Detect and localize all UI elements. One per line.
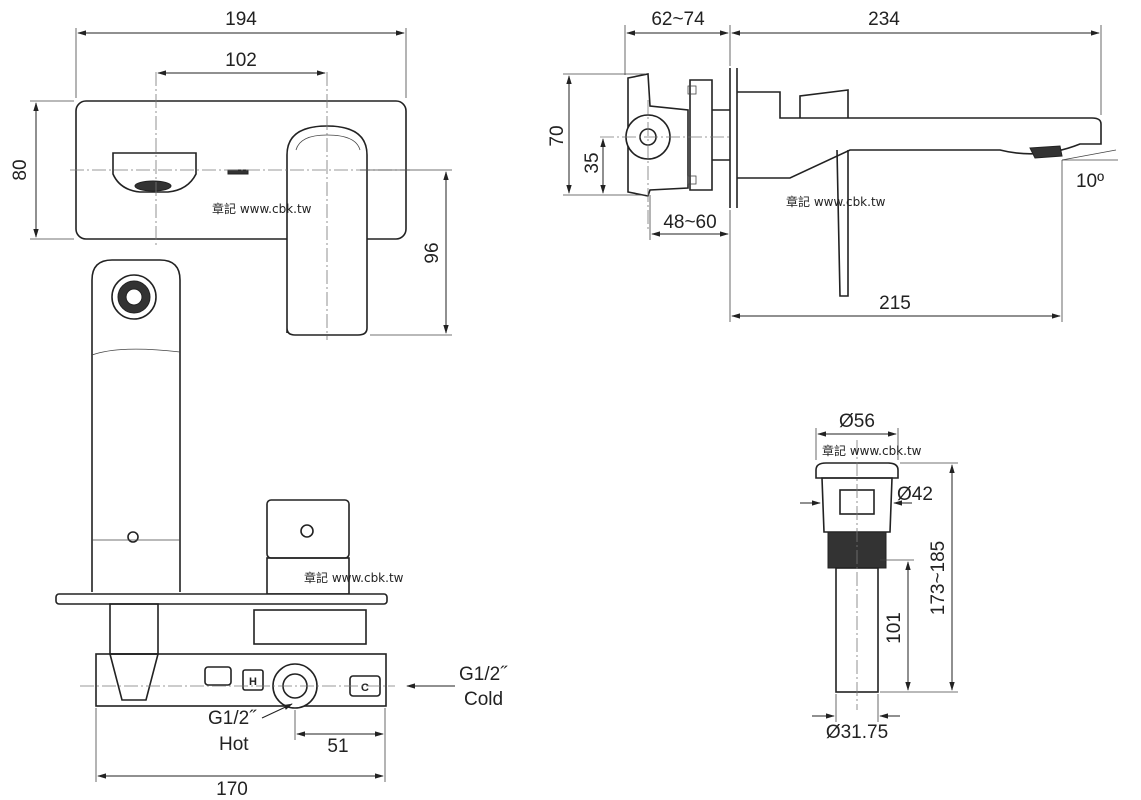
dim-drain-tail: 101	[884, 612, 905, 644]
hot-marker: H	[249, 676, 257, 688]
watermark: 章記 www.cbk.tw	[212, 201, 312, 216]
logo-mark	[227, 169, 249, 175]
drain-view: Ø56 Ø42 173~185 101 Ø31.75 章記 www.cbk.tw	[800, 411, 958, 743]
spout-outlet	[112, 152, 197, 193]
cold-label: Cold	[464, 689, 503, 710]
watermark: 章記 www.cbk.tw	[304, 570, 404, 585]
spout-top-view	[91, 259, 181, 592]
dim-drain-height: 173~185	[928, 541, 949, 616]
dim-height-70: 70	[547, 125, 568, 146]
dim-angle: 10º	[1076, 171, 1104, 192]
dim-body-170: 170	[216, 779, 248, 800]
dim-offset-51: 51	[327, 736, 348, 757]
lever-blade	[836, 149, 849, 297]
dim-wall-depth: 62~74	[651, 9, 705, 30]
front-view: 194 102 80 96 章記 www.cbk.tw	[10, 9, 452, 340]
cold-marker: C	[361, 682, 369, 694]
concealed-box	[95, 653, 387, 707]
dim-height-80: 80	[10, 159, 31, 180]
plate-edge	[55, 593, 388, 605]
dim-lever-96: 96	[422, 242, 443, 263]
valve-body	[627, 73, 689, 197]
dim-drain-top: Ø56	[839, 411, 875, 432]
cold-size-label: G1/2˝	[459, 664, 508, 685]
dim-spacing-102: 102	[225, 50, 257, 71]
dim-center-35: 35	[582, 152, 603, 173]
hot-size-label: G1/2˝	[208, 708, 257, 729]
drain-body	[821, 477, 893, 533]
dim-spout-234: 234	[868, 9, 900, 30]
lever-top	[799, 89, 849, 118]
install-view: H C G1/2˝ Cold G1/2˝ Hot 51 170 章記 www.c…	[55, 259, 508, 800]
watermark: 章記 www.cbk.tw	[786, 194, 886, 209]
dim-spout-215: 215	[879, 293, 911, 314]
watermark: 章記 www.cbk.tw	[822, 443, 922, 458]
dim-body-depth: 48~60	[663, 212, 716, 233]
handle-top-view	[266, 499, 350, 559]
dim-width-194: 194	[225, 9, 257, 30]
spout-profile	[737, 91, 1102, 179]
dim-drain-pipe: Ø31.75	[826, 722, 888, 743]
side-view: 62~74 234 70 35 48~60 215 10º 章記 www.cbk…	[547, 9, 1118, 322]
aerator-face	[134, 180, 172, 192]
hot-label: Hot	[219, 734, 249, 755]
dim-drain-body: Ø42	[897, 484, 933, 505]
